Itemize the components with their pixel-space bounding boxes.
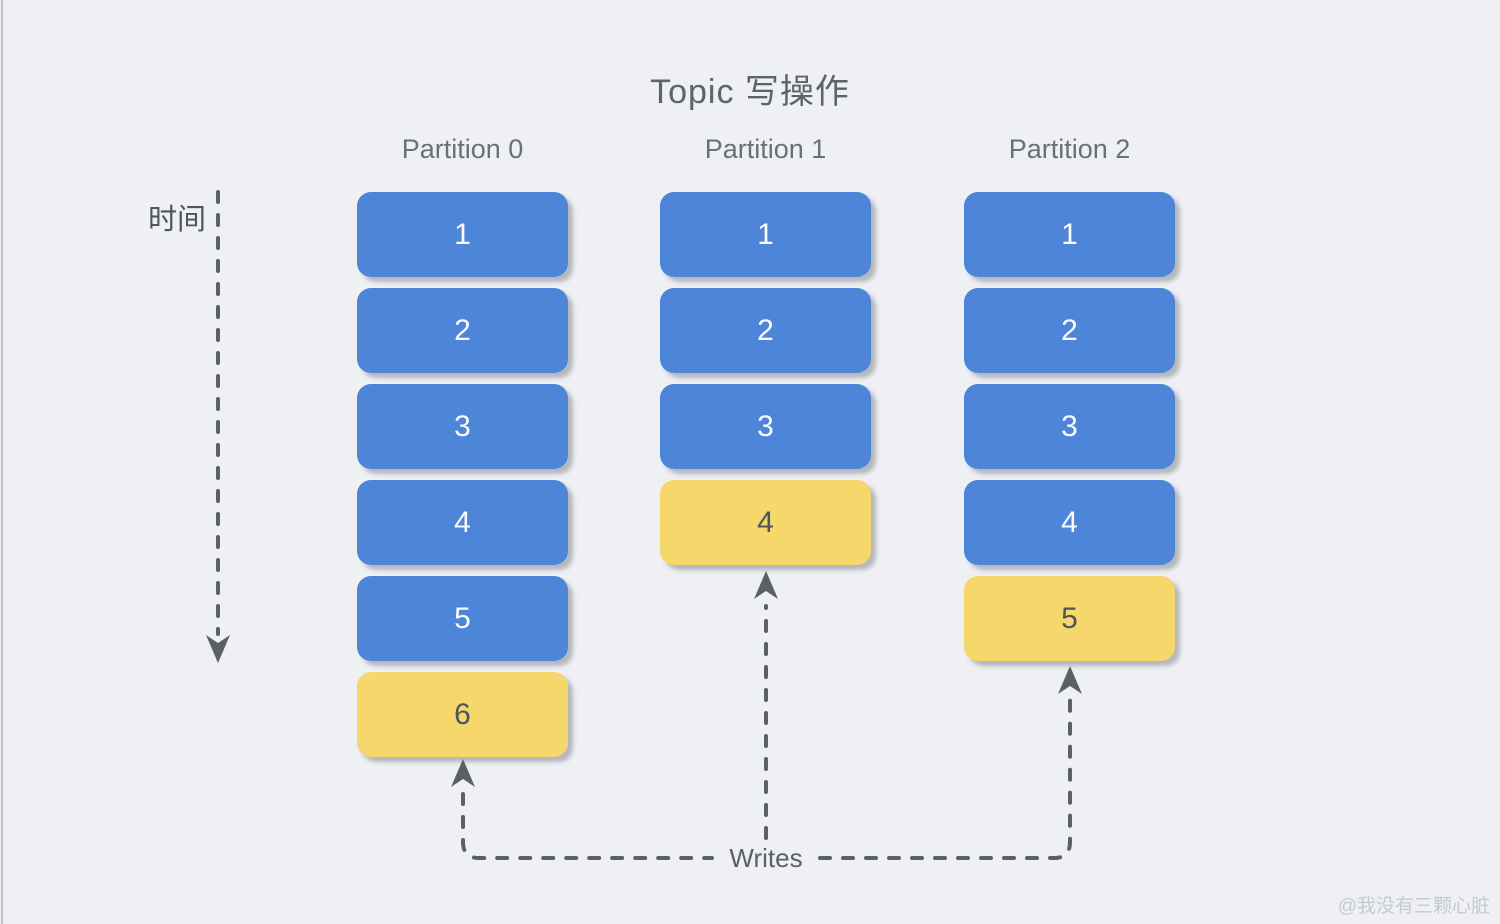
partition-header: Partition 2 [1008,134,1131,164]
message-box: 1 [357,192,568,277]
message-box: 1 [964,192,1175,277]
message-box: 3 [357,384,568,469]
writes-rail-left [461,792,714,860]
message-box: 4 [964,480,1175,565]
message-box: 4 [660,480,871,565]
partition-header: Partition 0 [401,134,524,164]
message-box: 2 [357,288,568,373]
partition2-write-arrowhead-icon [1058,666,1082,694]
time-axis-label: 时间 [148,204,207,236]
message-box: 5 [964,576,1175,661]
time-axis-arrowhead-icon [206,635,230,663]
message-box: 1 [660,192,871,277]
message-box: 5 [357,576,568,661]
message-box: 4 [357,480,568,565]
diagram-title: Topic 写操作 [650,73,850,111]
writes-label: Writes [729,843,803,873]
page-left-border [1,0,3,924]
writes-rail-right [818,698,1072,860]
watermark: @我没有三颗心脏 [1337,896,1490,917]
message-box: 6 [357,672,568,757]
message-box: 2 [964,288,1175,373]
message-box: 3 [964,384,1175,469]
partition-header: Partition 1 [704,134,827,164]
partition1-write-arrowhead-icon [754,571,778,599]
message-box: 3 [660,384,871,469]
message-box: 2 [660,288,871,373]
partition0-write-arrowhead-icon [451,759,475,787]
